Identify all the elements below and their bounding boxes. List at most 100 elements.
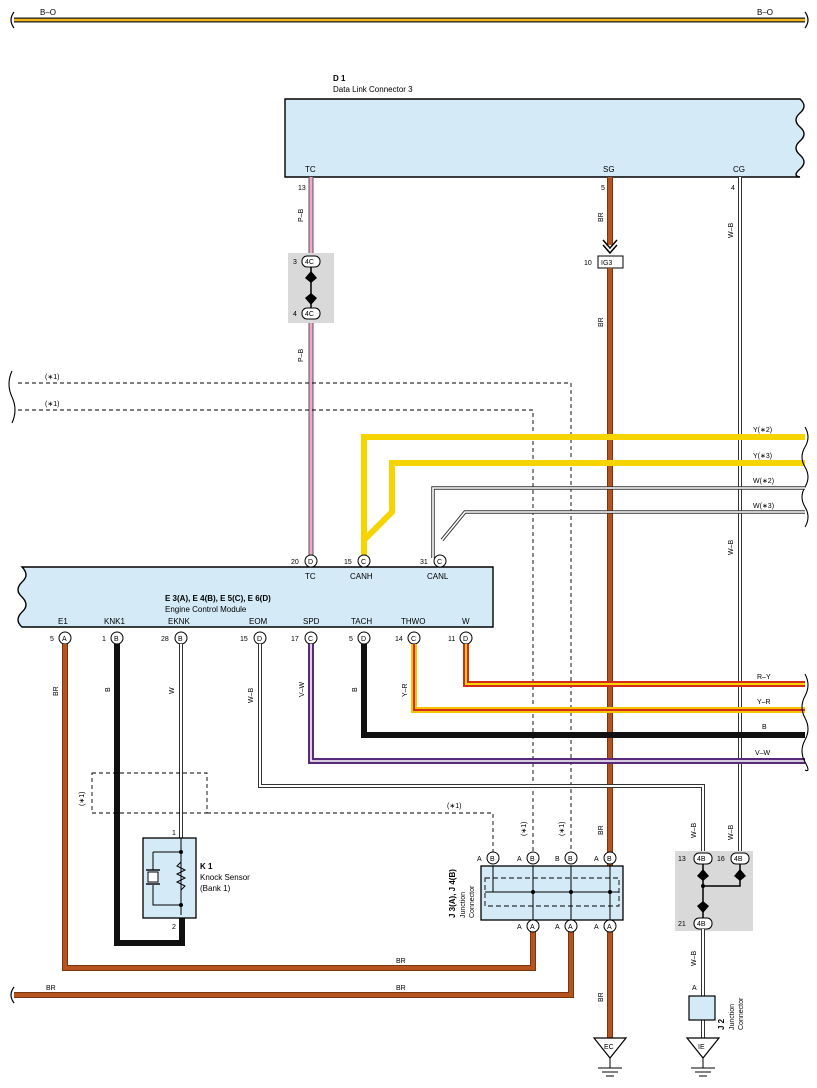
ecm-pin-spd-name: SPD — [303, 617, 320, 626]
connector-4b-pin16-code: 4B — [734, 856, 743, 863]
right-break-lower — [801, 673, 809, 772]
wire-label-wb-eom: W–B — [248, 688, 255, 704]
wire-label-br-sg-4: BR — [598, 992, 605, 1002]
wire-4b-j2-ie: W–B A J 2 Junction Connector — [688, 929, 745, 1038]
wire-eknk-w: W — [169, 644, 183, 845]
j3-name1: Junction — [460, 892, 467, 918]
right-label-w3: W(∗3) — [753, 503, 774, 510]
ecm-top-pin-canh-name: CANH — [350, 572, 373, 581]
right-label-w2: W(∗2) — [753, 478, 774, 485]
wire-label-br-sg-2: BR — [598, 317, 605, 327]
ecm-name: Engine Control Module — [165, 605, 247, 614]
wire-thwo-yr: Y–R Y–R — [402, 644, 805, 713]
connector-4c-pin-bottom: 4 — [293, 311, 297, 318]
top-bus-right-label: B–O — [757, 8, 773, 17]
j3-top-pin-4-l: A — [594, 856, 599, 863]
ecm-top-pin-canl: C 31 CANL — [420, 554, 449, 581]
ecm-pin-e1: E1 A 5 — [50, 617, 72, 645]
wire-label-br-left-2: BR — [396, 985, 406, 992]
d1-pin-cg-num: 4 — [731, 185, 735, 192]
j3-bottom-pin-3: A A — [594, 919, 617, 933]
j3-bottom-pin-2-l: A — [555, 924, 560, 931]
j3-top-pin-3-c: B — [568, 856, 573, 863]
ecm-pin-eom-num: 15 — [240, 636, 248, 643]
j3-bottom-pin-1-c: A — [530, 924, 535, 931]
ecm-top-pin-tc-conn: D — [308, 559, 313, 566]
wire-label-b-knk1: B — [105, 687, 112, 692]
ecm-pin-w-num: 11 — [448, 636, 455, 643]
j3-top-pin-3: B B — [555, 851, 578, 865]
ig3-code: IG3 — [601, 260, 612, 267]
wire-label-pb-lower: P–B — [298, 348, 305, 362]
ecm-top-pin-canh: C 15 CANH — [344, 554, 373, 581]
connector-4b-pin13-num: 13 — [678, 856, 686, 863]
k1-pin2: 2 — [172, 924, 176, 931]
d1-pin-tc-num: 13 — [298, 185, 306, 192]
connector-4b-pin21-code: 4B — [697, 921, 706, 928]
wire-eom-wb: W–B W–B — [248, 644, 705, 855]
ecm-pin-knk1-num: 1 — [102, 636, 106, 643]
ecm-pin-spd-conn: C — [308, 636, 313, 643]
j2-name1: Junction — [729, 1004, 736, 1030]
j3-top-pin-2-l: A — [517, 856, 522, 863]
connector-4b-pin21-num: 21 — [678, 921, 686, 928]
j3-bottom-pin-1-l: A — [517, 924, 522, 931]
wire-label-br-sg-3: BR — [598, 825, 605, 835]
note1-label-upper: (∗1) — [45, 374, 59, 381]
wire-label-br-left-1: BR — [46, 985, 56, 992]
ground-ec: EC — [592, 1037, 628, 1077]
ecm-pin-eknk-name: EKNK — [168, 617, 190, 626]
connector-4c-bottom-code: 4C — [305, 311, 314, 318]
k1-sub: (Bank 1) — [200, 884, 231, 893]
d1-pin-tc-name: TC — [305, 165, 316, 174]
j3-bottom-pin-2-c: A — [568, 924, 573, 931]
knock-shield-dashed: (∗1) (∗1) — [79, 772, 494, 855]
wire-label-wb-cg-2: W–B — [728, 540, 735, 556]
j3-name2: Connector — [469, 885, 476, 918]
note1-label-shield-left: (∗1) — [79, 792, 86, 806]
ecm-pin-knk1-conn: B — [114, 636, 119, 643]
ground-ie: IE — [685, 1037, 721, 1077]
j3-top-pin-1-l: A — [477, 856, 482, 863]
wire-label-br-e1: BR — [53, 686, 60, 696]
ecm-pin-eknk-conn: B — [178, 636, 183, 643]
ecm-pin-knk1-name: KNK1 — [104, 617, 125, 626]
ground-ie-label: IE — [698, 1044, 705, 1051]
wire-label-wb-j2: W–B — [691, 951, 698, 967]
k1-piezo-shape — [147, 871, 159, 883]
j3-top-pin-3-l: B — [555, 856, 560, 863]
j3-top-pin-1-c: B — [490, 856, 495, 863]
connector-4b: 4B 13 4B 16 4B 21 — [675, 851, 753, 931]
j3-top-pin-1: A B — [477, 851, 500, 865]
ecm-top-pin-tc: D 20 TC — [291, 554, 318, 581]
ecm-engine-control-module: E 3(A), E 4(B), E 5(C), E 6(D) Engine Co… — [17, 566, 494, 628]
j3-top-pin-2-c: B — [530, 856, 535, 863]
note1-label-shield-right: (∗1) — [447, 803, 461, 810]
j3-top-pin-4-c: B — [607, 856, 612, 863]
ecm-pin-e1-num: 5 — [50, 636, 54, 643]
ecm-pin-thwo-name: THWO — [401, 617, 425, 626]
ecm-bottom-pins: E1 A 5 KNK1 B 1 EKNK B 28 EOM D 15 SPD C — [50, 617, 473, 645]
j2-connector-box — [688, 995, 716, 1021]
ecm-pin-tach-conn: D — [361, 636, 366, 643]
wire-e1-br: BR BR — [53, 644, 536, 971]
note1-label-j3-right: (∗1) — [559, 822, 566, 836]
connector-4c-top-code: 4C — [305, 259, 314, 266]
wire-label-w-eknk: W — [169, 687, 176, 694]
ecm-pin-spd-num: 17 — [291, 636, 299, 643]
ecm-pin-tach-name: TACH — [351, 617, 372, 626]
ecm-pin-thwo-conn: C — [411, 636, 416, 643]
j3-bottom-pins: A A A A A A — [517, 919, 617, 933]
ecm-top-pin-canl-conn: C — [437, 559, 442, 566]
j2-pin: A — [692, 985, 697, 992]
j3-bottom-pin-3-c: A — [607, 924, 612, 931]
wire-canl-white: W(∗2) W(∗3) — [431, 478, 805, 558]
d1-data-link-connector: D 1 Data Link Connector 3 TC SG CG 13 5 … — [284, 74, 805, 192]
ecm-pin-eom: EOM D 15 — [240, 617, 268, 645]
ecm-top-pin-canl-num: 31 — [420, 559, 428, 566]
connector-4b-pin13-code: 4B — [697, 856, 706, 863]
j3-top-pins: A B A B B B A B — [477, 851, 617, 865]
wire-knk1-b: B — [105, 644, 185, 946]
j3-top-pin-2: A B — [517, 851, 540, 865]
